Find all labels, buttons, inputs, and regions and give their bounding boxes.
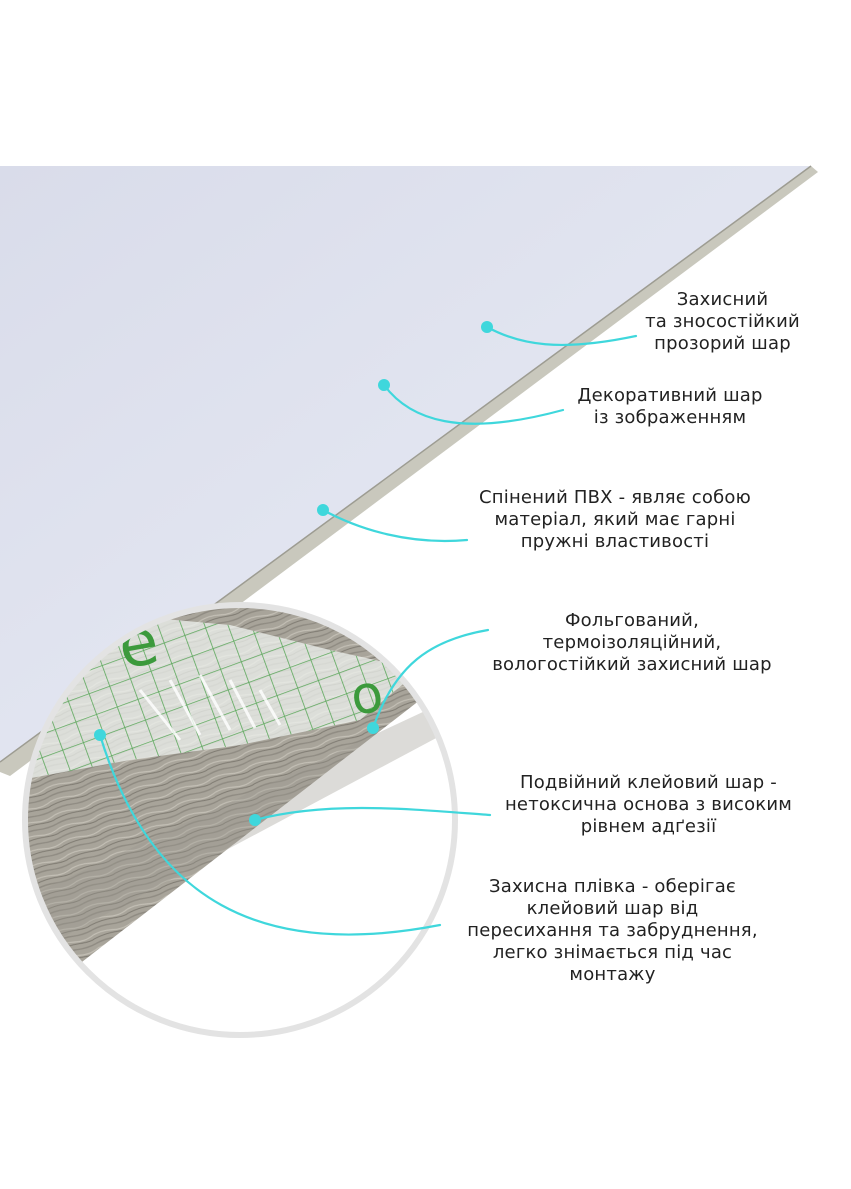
- callout-line-pvc: [321, 508, 469, 543]
- callout-dot-adhesive: [249, 814, 261, 826]
- callout-line-adhesive: [253, 806, 492, 822]
- callout-line-foil: [371, 628, 490, 730]
- callout-dot-film: [94, 729, 106, 741]
- callout-dot-protective: [481, 321, 493, 333]
- label-adhesive-layer: Подвійний клейовий шар - нетоксична осно…: [504, 772, 793, 837]
- callout-line-film: [98, 733, 442, 936]
- callout-line-decorative: [382, 383, 565, 425]
- magnified-detail: e o: [25, 605, 455, 1035]
- label-release-film: Захисна плівка - оберігає клейовий шар в…: [467, 876, 758, 985]
- callout-dot-pvc: [317, 504, 329, 516]
- label-foil-layer: Фольгований, термоізоляційний, вологості…: [492, 610, 772, 675]
- callouts: [98, 325, 638, 936]
- callout-dot-foil: [367, 722, 379, 734]
- callout-line-protective: [485, 325, 638, 347]
- label-foamed-pvc: Спінений ПВХ - являє собою матеріал, яки…: [479, 487, 751, 552]
- label-decorative-layer: Декоративний шар із зображенням: [577, 385, 763, 428]
- callout-dot-decorative: [378, 379, 390, 391]
- label-protective-layer: Захисний та зносостійкий прозорий шар: [645, 289, 800, 354]
- callout-dots: [94, 321, 493, 826]
- magnifier-ring: [22, 602, 458, 1038]
